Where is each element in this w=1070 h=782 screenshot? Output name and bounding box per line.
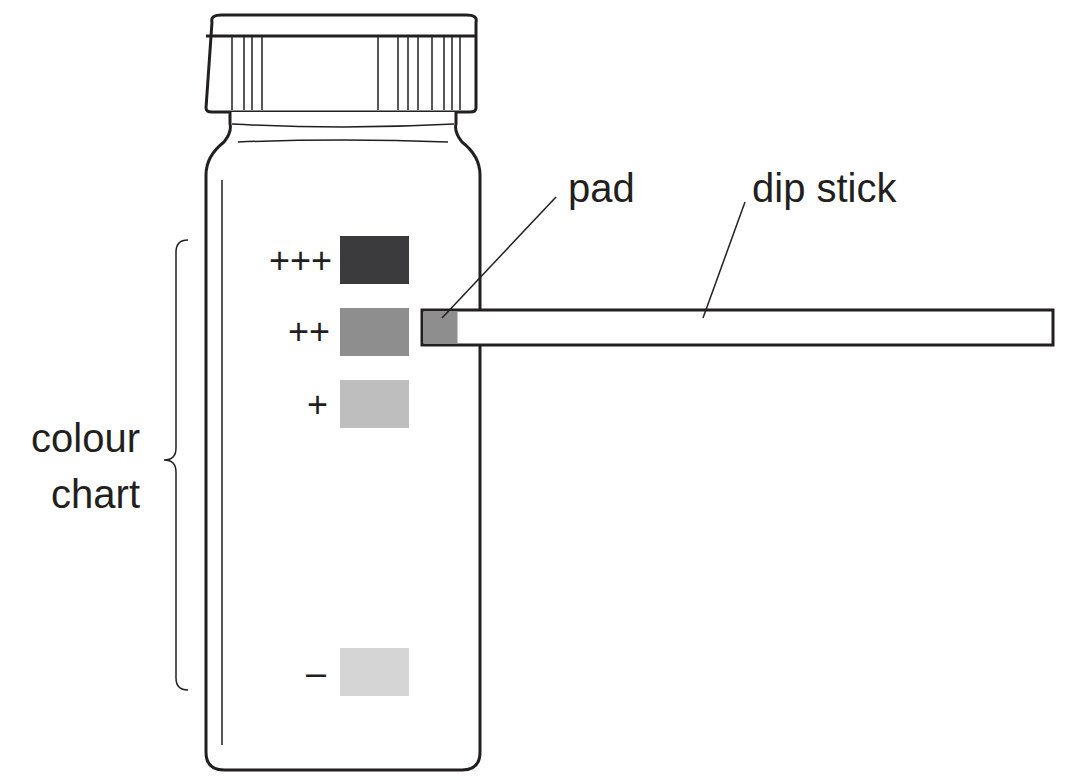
bottle-cap (206, 15, 476, 112)
chart-label: colour chart (5, 410, 140, 522)
part-label: pad (568, 168, 635, 208)
shoulder-line (238, 140, 448, 142)
colour-key: +++ (269, 243, 332, 279)
leader-line (703, 202, 745, 318)
colour-key: ++ (288, 314, 330, 350)
colour-swatch (340, 308, 409, 356)
cap-knurling (232, 36, 460, 110)
cap-rim (206, 35, 476, 38)
bottle-body (206, 112, 480, 770)
part-label: dip stick (752, 168, 897, 208)
glass-highlight (221, 180, 223, 745)
test-pad (424, 312, 458, 344)
colour-swatch (340, 380, 409, 428)
bracket (164, 240, 188, 690)
colour-key: + (307, 387, 328, 423)
leader-line (442, 197, 556, 318)
colour-key: – (306, 655, 326, 691)
dip-stick (422, 310, 1053, 345)
colour-swatch (340, 236, 409, 284)
colour-swatch (340, 648, 409, 696)
neck-line (232, 124, 454, 127)
